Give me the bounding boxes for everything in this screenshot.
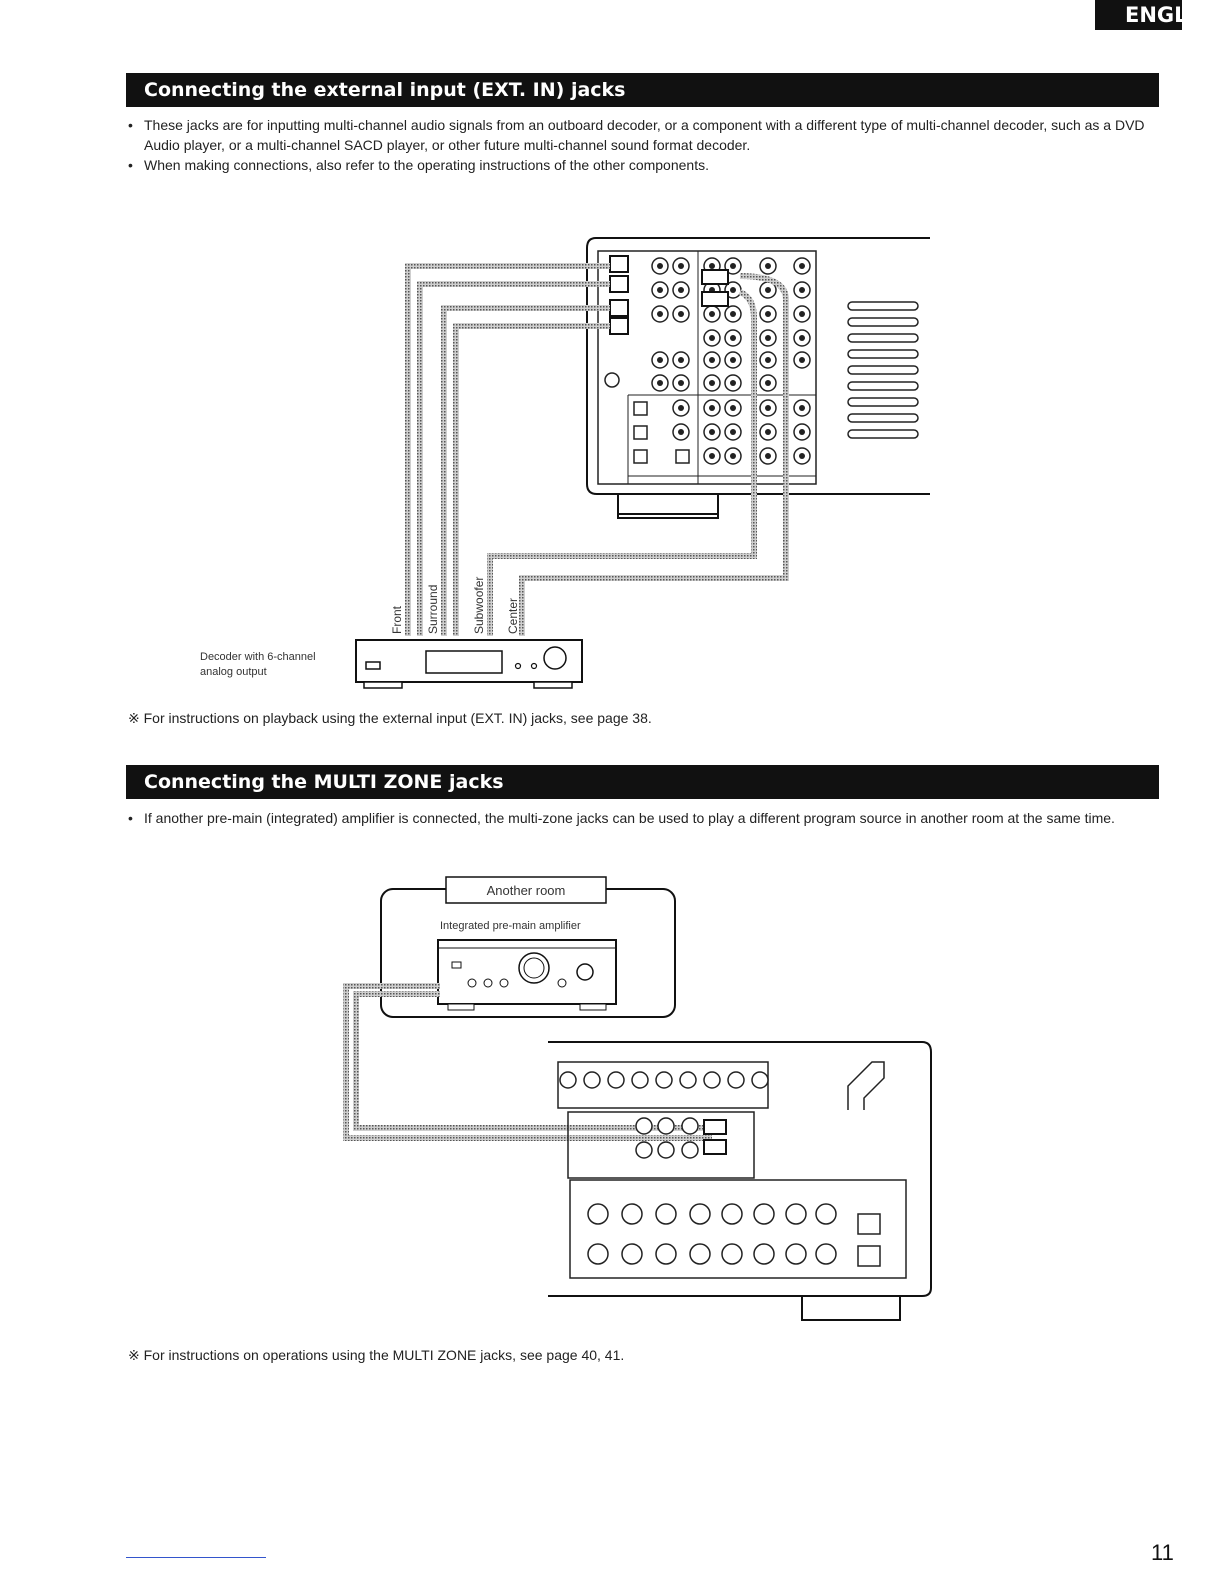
multi-zone-bullet-list: If another pre-main (integrated) amplifi… xyxy=(126,808,1162,828)
ext-in-note: ※ For instructions on playback using the… xyxy=(128,710,652,726)
bullet-item: If another pre-main (integrated) amplifi… xyxy=(126,808,1162,828)
multi-zone-cable-l xyxy=(343,983,712,1141)
decoder-device xyxy=(355,639,583,689)
multi-zone-note: ※ For instructions on operations using t… xyxy=(128,1347,625,1363)
channel-label-front: Front xyxy=(390,605,404,634)
channel-label-subwoofer: Subwoofer xyxy=(472,577,486,634)
ext-in-bullet-list: These jacks are for inputting multi-chan… xyxy=(126,115,1162,175)
amplifier-label: Integrated pre-main amplifier xyxy=(440,920,581,932)
decoder-label-line1: Decoder with 6-channel xyxy=(200,651,316,663)
section-header-multi-zone: Connecting the MULTI ZONE jacks xyxy=(126,765,1159,799)
bullet-item: When making connections, also refer to t… xyxy=(126,155,1162,175)
another-room-label: Another room xyxy=(487,883,566,898)
audio-cables xyxy=(405,263,789,636)
section-header-ext-in: Connecting the external input (EXT. IN) … xyxy=(126,73,1159,107)
integrated-amplifier xyxy=(437,939,617,1011)
bullet-item: These jacks are for inputting multi-chan… xyxy=(126,115,1162,155)
channel-label-center: Center xyxy=(506,598,520,634)
channel-label-surround: Surround xyxy=(426,585,440,634)
page-number: 11 xyxy=(1151,1540,1174,1565)
footer-rule xyxy=(126,1557,266,1558)
receiver-rear-panel-multi-zone xyxy=(548,1041,932,1321)
multi-zone-connection-diagram: Another room Integrated pre-main amplifi… xyxy=(343,876,932,1321)
multi-zone-cable-r xyxy=(353,991,712,1131)
language-tab: ENGL xyxy=(1095,0,1182,30)
another-room-title-box xyxy=(445,876,607,904)
decoder-label-line2: analog output xyxy=(200,666,267,678)
